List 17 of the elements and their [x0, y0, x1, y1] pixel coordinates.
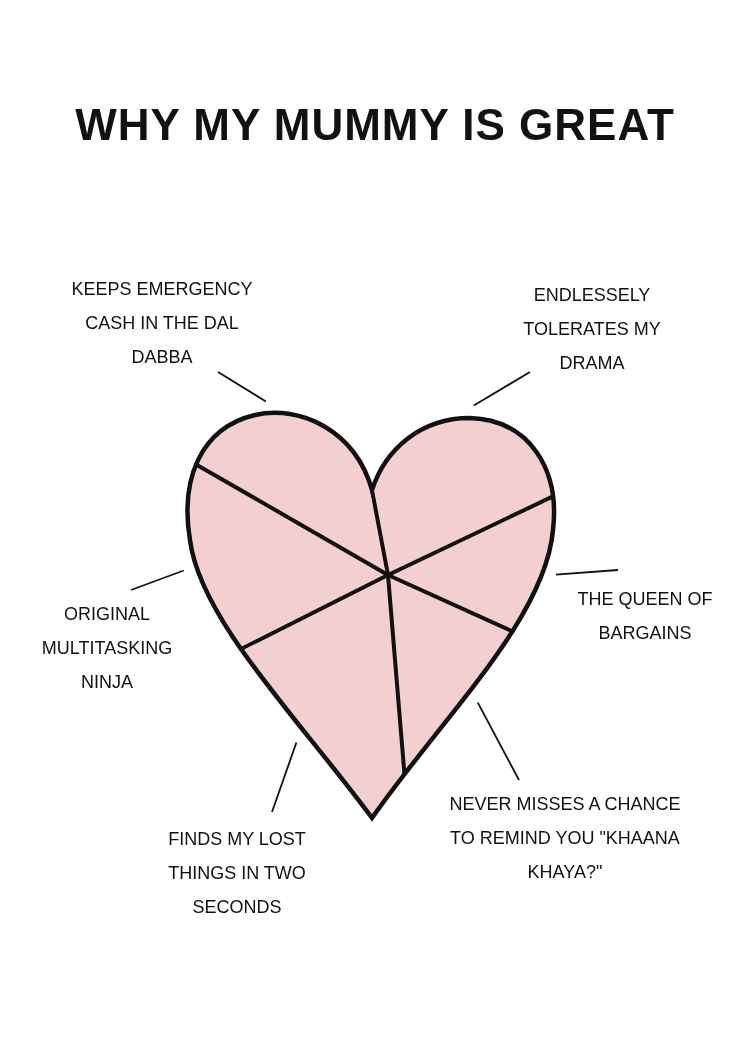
leader-line	[271, 741, 298, 813]
leader-line	[555, 569, 619, 576]
leader-line	[130, 569, 185, 591]
title: WHY MY MUMMY IS GREAT	[75, 100, 675, 150]
callout-text: NEVER MISSES A CHANCE TO REMIND YOU "KHAANA KHAYA?"	[435, 787, 695, 889]
callout-text: THE QUEEN OF BARGAINS	[570, 582, 720, 650]
callout-text: KEEPS EMERGENCY CASH IN THE DAL DABBA	[67, 272, 257, 374]
callout-text: ENDLESSELY TOLERATES MY DRAMA	[517, 278, 667, 380]
leader-line	[217, 371, 267, 403]
heart-slice	[374, 420, 551, 573]
heart-slice	[198, 414, 387, 574]
callout-text: ORIGINAL MULTITASKING NINJA	[27, 597, 187, 699]
leader-line	[476, 701, 520, 781]
heart-slice	[242, 577, 403, 816]
heart-slice	[188, 466, 386, 647]
callout-text: FINDS MY LOST THINGS IN TWO SECONDS	[157, 822, 317, 924]
leader-line	[472, 371, 531, 407]
